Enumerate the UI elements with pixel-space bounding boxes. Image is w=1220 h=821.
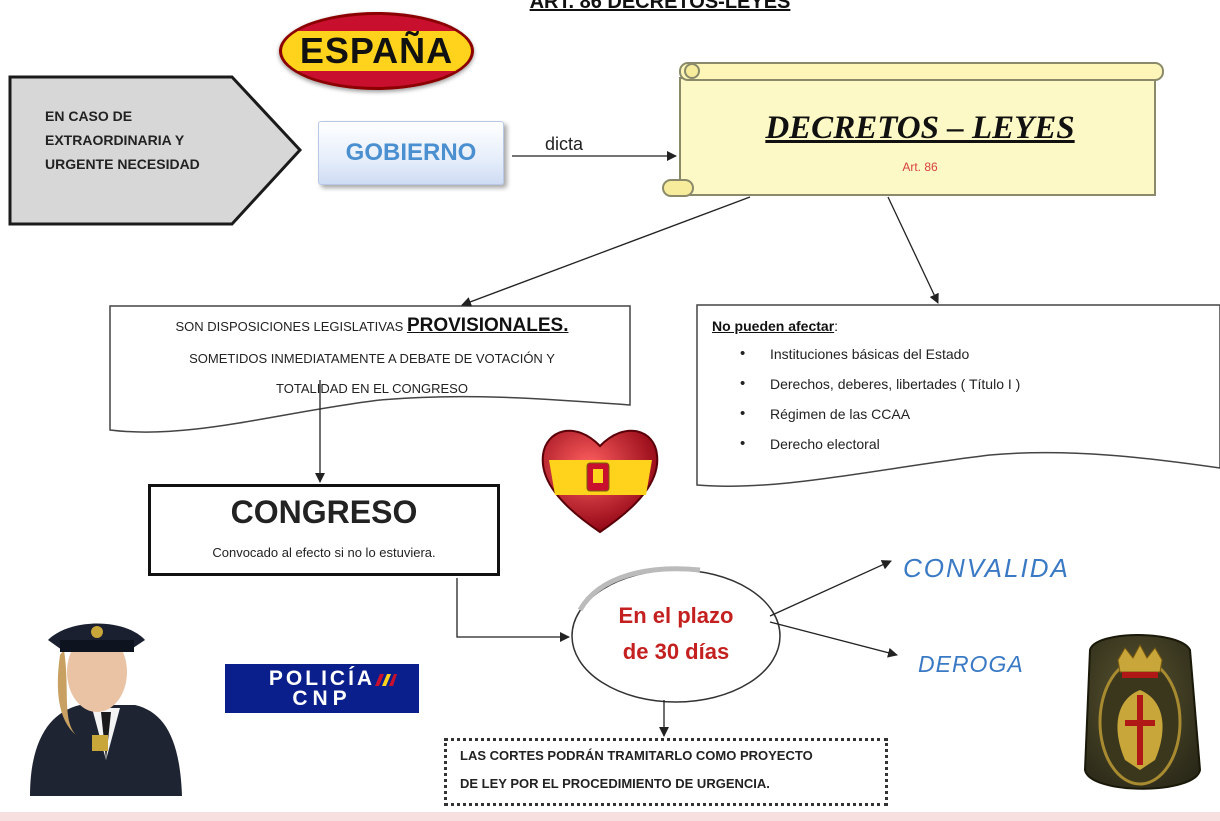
- condition-arrow-shape: [8, 75, 303, 226]
- condition-line: EXTRAORDINARIA Y: [45, 132, 185, 148]
- scroll-subtitle: Art. 86: [902, 160, 938, 174]
- condition-text: EN CASO DE EXTRAORDINARIA Y URGENTE NECE…: [45, 104, 265, 176]
- provisional-prefix: SON DISPOSICIONES LEGISLATIVAS: [175, 319, 404, 334]
- list-item: Régimen de las CCAA: [740, 403, 1020, 433]
- policia-logo-line-1: POLICÍA: [268, 666, 376, 690]
- espana-badge: ESPAÑA: [279, 12, 474, 90]
- provisional-emphasis: PROVISIONALES.: [406, 315, 569, 336]
- congreso-subtitle: Convocado al efecto si no lo estuviera.: [212, 545, 436, 560]
- list-item: Instituciones básicas del Estado: [740, 343, 1020, 373]
- army-badge-image: [1083, 634, 1202, 790]
- arrow-to-convalida: [769, 560, 892, 617]
- gobierno-node: GOBIERNO: [318, 121, 504, 185]
- provisional-document-shape: [109, 305, 631, 433]
- spain-heart-image: [541, 429, 659, 534]
- deroga-label: DEROGA: [918, 651, 1024, 677]
- scroll-shape: [662, 62, 1164, 197]
- arrow-to-plazo: [456, 578, 570, 642]
- no-afectar-colon: :: [834, 318, 839, 334]
- provisional-line-3: TOTALIDAD EN EL CONGRESO: [276, 381, 468, 396]
- arrow-to-deroga: [769, 621, 898, 658]
- plazo-line-2: de 30 días: [622, 639, 730, 664]
- no-afectar-title-text: No pueden afectar: [712, 318, 835, 334]
- police-officer-image: [30, 623, 182, 796]
- condition-line: URGENTE NECESIDAD: [45, 156, 200, 172]
- convalida-label: CONVALIDA: [903, 553, 1070, 583]
- congreso-title: CONGRESO: [230, 494, 418, 530]
- page-title: ART. 86 DECRETOS-LEYES: [529, 0, 791, 13]
- scroll-title: DECRETOS – LEYES: [765, 110, 1075, 146]
- cortes-line-1: LAS CORTES PODRÁN TRAMITARLO COMO PROYEC…: [460, 748, 813, 763]
- cortes-line-2: DE LEY POR EL PROCEDIMIENTO DE URGENCIA.: [460, 776, 770, 791]
- list-item: Derecho electoral: [740, 433, 1020, 463]
- no-afectar-list: Instituciones básicas del Estado Derecho…: [740, 343, 1020, 463]
- condition-line: EN CASO DE: [45, 108, 133, 124]
- plazo-text: En el plazo de 30 días: [567, 598, 785, 670]
- footer-band: [0, 812, 1220, 821]
- congreso-box: [148, 484, 500, 576]
- espana-badge-text: ESPAÑA: [299, 30, 454, 71]
- provisional-line-1: SON DISPOSICIONES LEGISLATIVAS PROVISION…: [112, 315, 632, 337]
- plazo-line-1: En el plazo: [618, 603, 734, 628]
- list-item: Derechos, deberes, libertades ( Título I…: [740, 373, 1020, 403]
- no-afectar-title: No pueden afectar:: [712, 318, 838, 334]
- policia-logo-line-2: CNP: [292, 686, 352, 710]
- dicta-label: dicta: [545, 134, 584, 154]
- arrow-to-no-afectar: [887, 196, 939, 304]
- arrow-to-provisional: [461, 196, 751, 307]
- spain-stripes-icon: [375, 674, 397, 686]
- policia-logo: POLICÍA CNP: [225, 664, 419, 713]
- provisional-line-2: SOMETIDOS INMEDIATAMENTE A DEBATE DE VOT…: [189, 351, 555, 366]
- cortes-box: [444, 738, 888, 806]
